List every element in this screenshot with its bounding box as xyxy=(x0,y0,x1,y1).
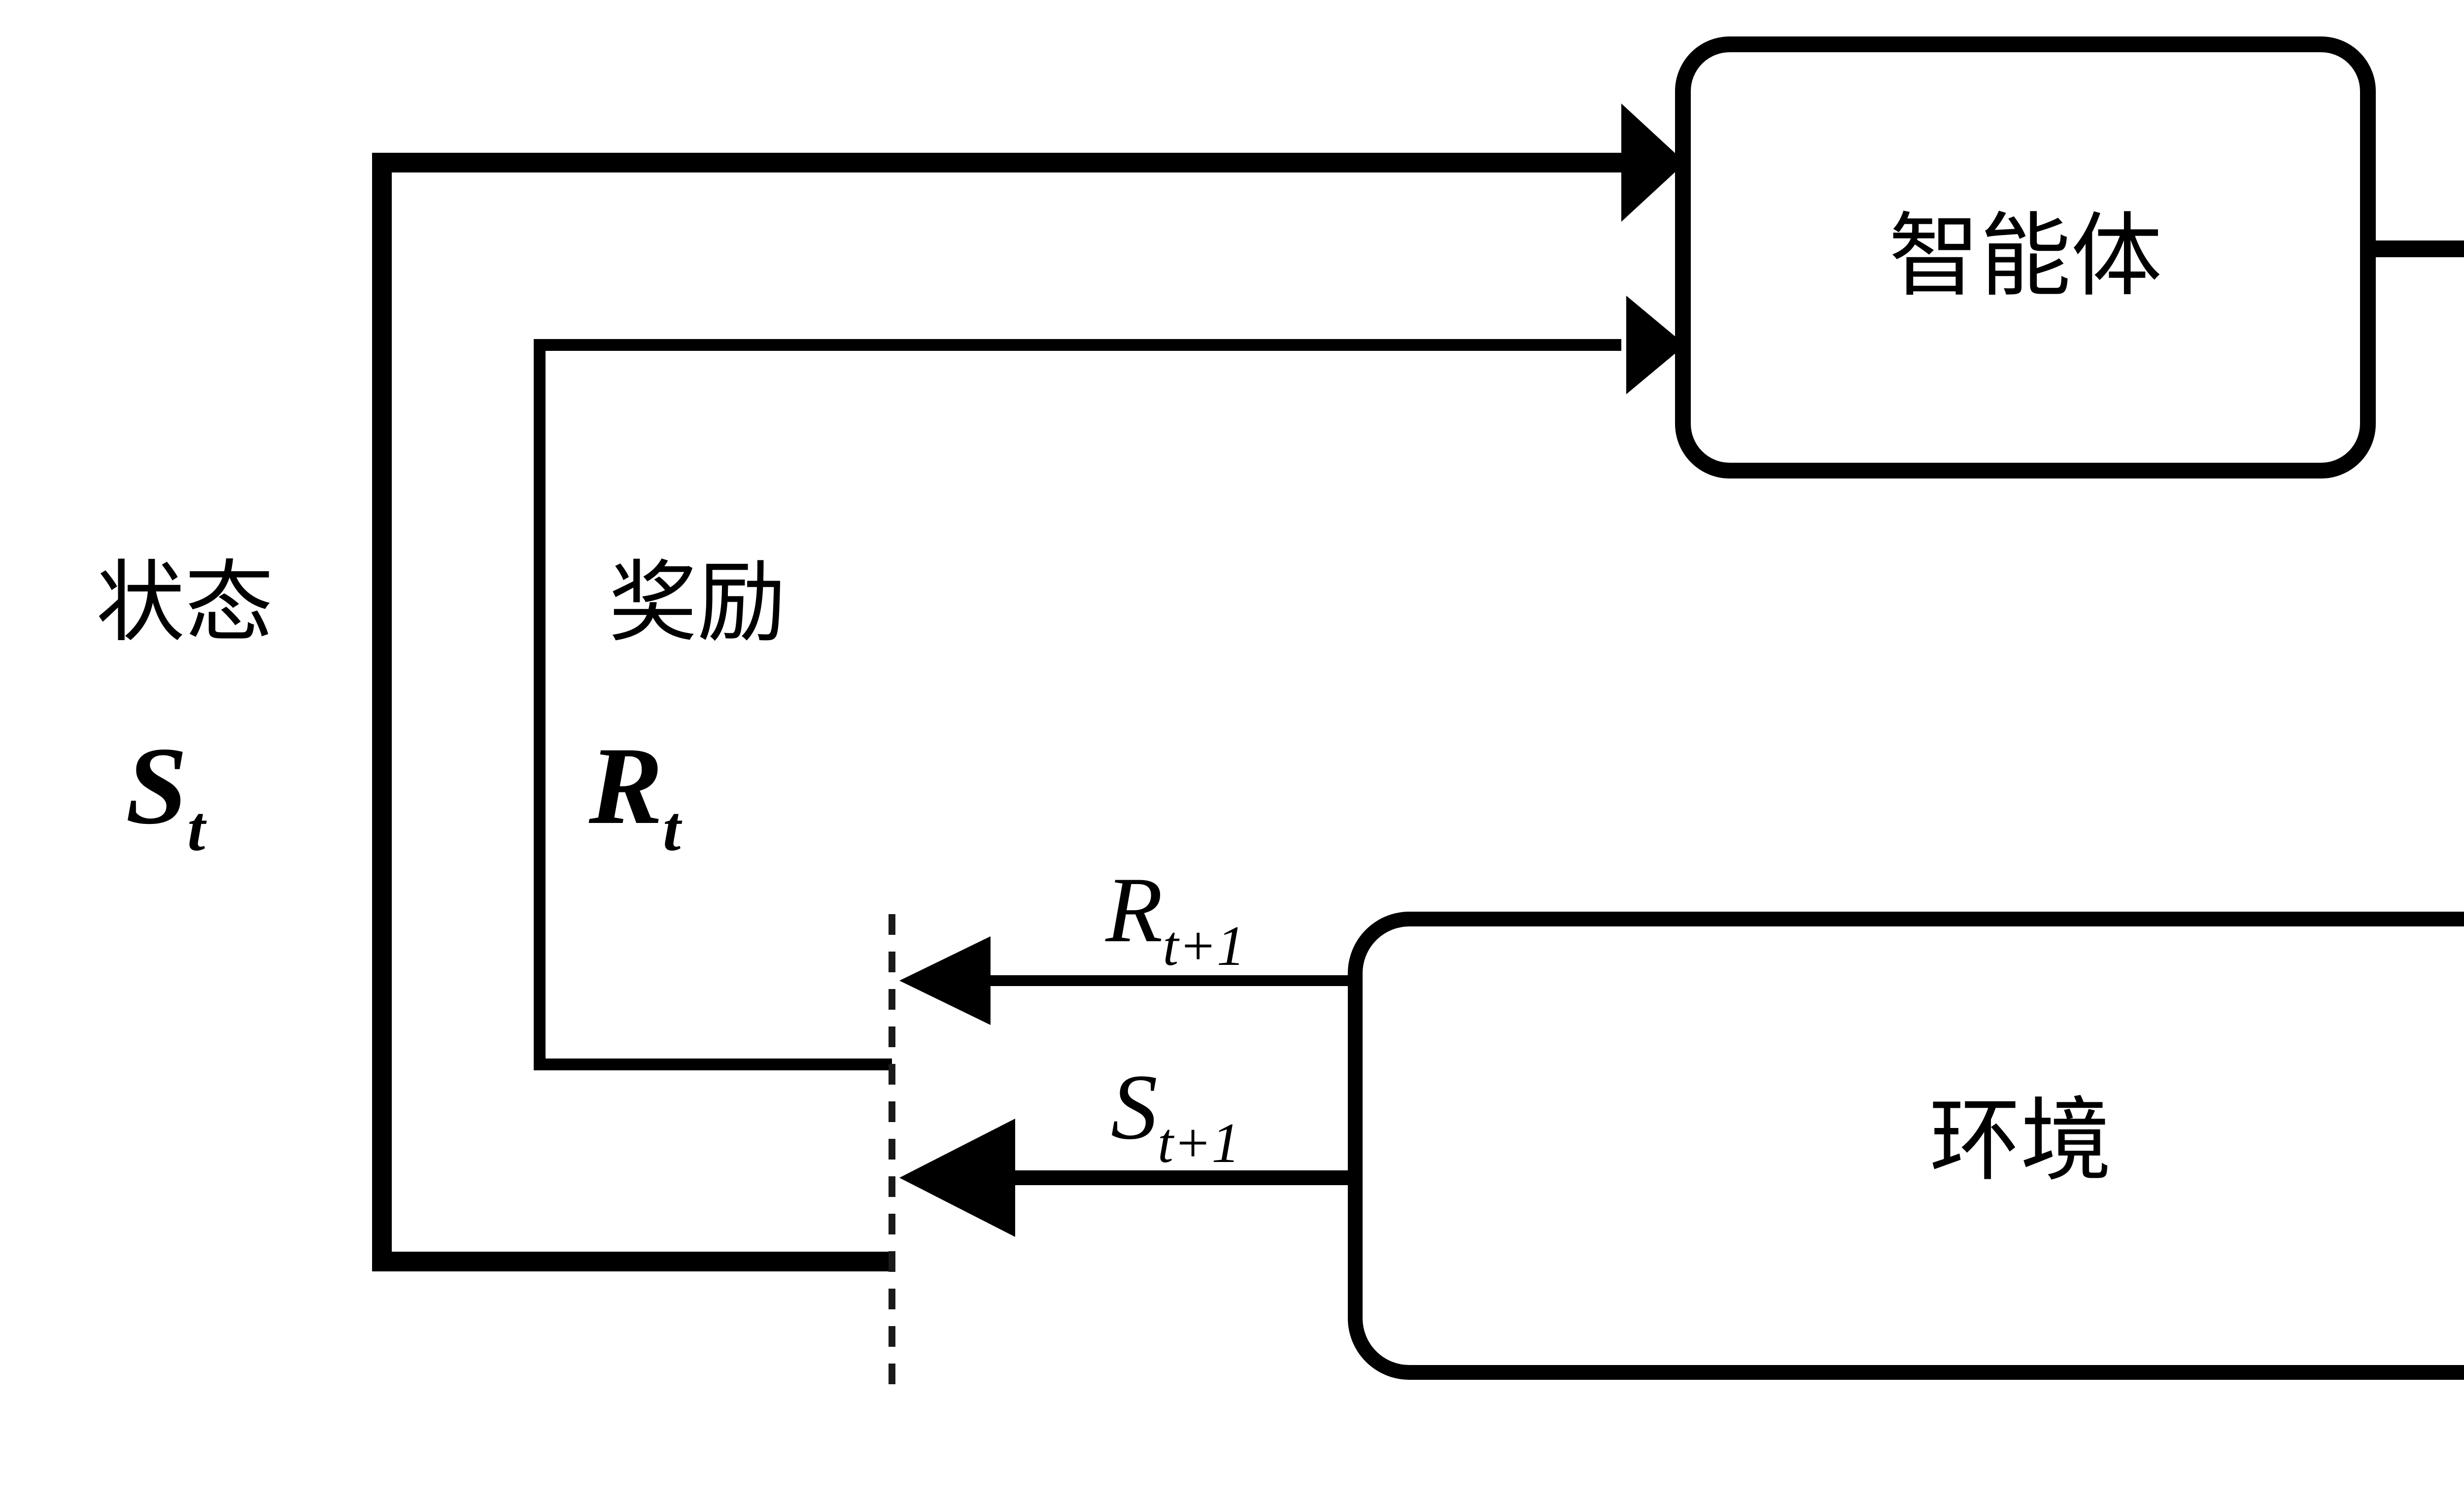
reward-symbol-letter: R xyxy=(588,724,663,847)
reward-label-cjk: 奖励 xyxy=(609,551,786,654)
state-next-letter: S xyxy=(1111,1056,1158,1159)
state-next-subscript: t+1 xyxy=(1158,1112,1240,1174)
state-next-label: St+1 xyxy=(1111,1056,1240,1174)
state-symbol: St xyxy=(126,724,207,864)
environment-node[interactable] xyxy=(1348,912,2464,1380)
reward-next-arrowhead-icon xyxy=(899,936,991,1025)
state-label-cjk: 状态 xyxy=(96,551,274,654)
environment-node-label: 环境 xyxy=(1929,1087,2112,1194)
reward-symbol: Rt xyxy=(588,724,683,864)
reward-arrowhead-icon xyxy=(1626,296,1685,394)
state-next-arrowhead-icon xyxy=(899,1119,1015,1237)
state-arrowhead-icon xyxy=(1621,103,1685,222)
reward-next-subscript: t+1 xyxy=(1163,915,1245,977)
agent-node[interactable] xyxy=(1675,36,2376,478)
reward-next-letter: R xyxy=(1104,858,1163,962)
reward-next-label: Rt+1 xyxy=(1104,858,1245,977)
state-flow-line xyxy=(372,153,1621,1271)
agent-node-label: 智能体 xyxy=(1889,203,2162,309)
reward-symbol-subscript: t xyxy=(663,793,683,864)
state-symbol-letter: S xyxy=(126,724,187,847)
state-symbol-subscript: t xyxy=(187,793,207,864)
reward-flow-line xyxy=(534,339,1621,1070)
